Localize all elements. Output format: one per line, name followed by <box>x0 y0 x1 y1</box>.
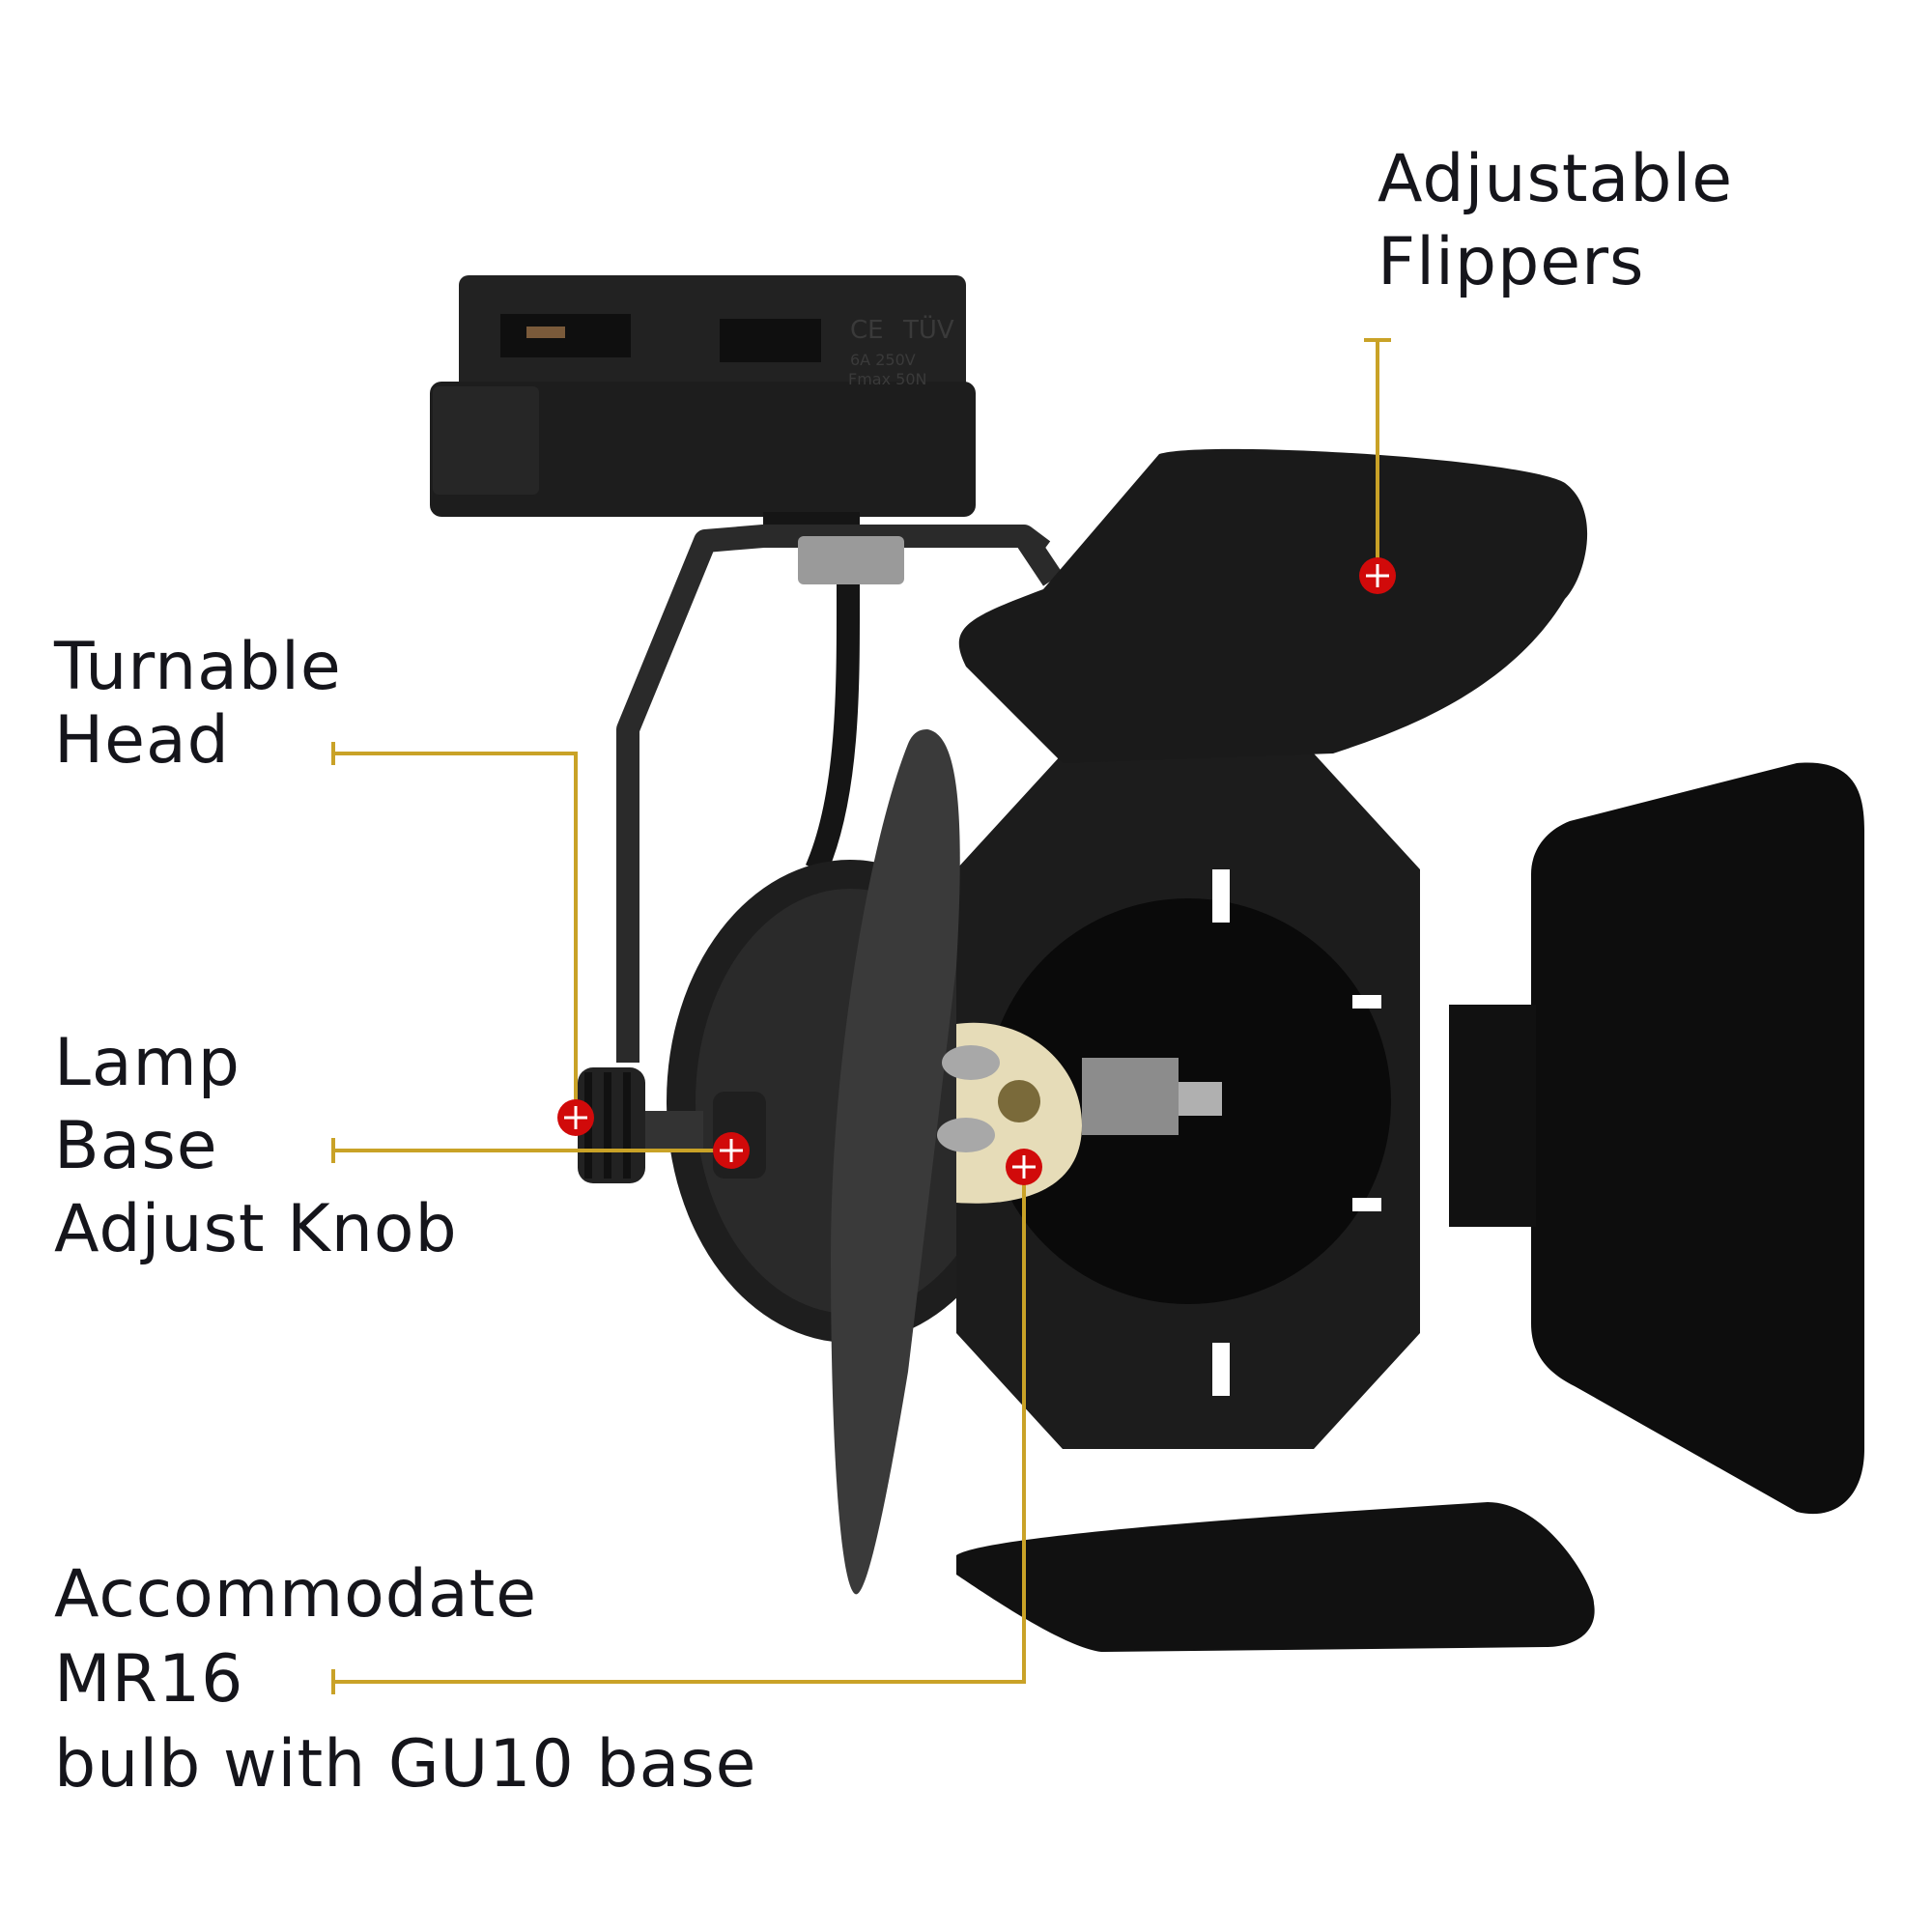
leader-adjustable-flippers <box>1364 338 1391 576</box>
left-flipper <box>831 729 960 1595</box>
plus-marker-flippers[interactable] <box>1359 557 1396 594</box>
leader-mr16 <box>331 1169 1026 1694</box>
label-line: Adjust Knob <box>54 1191 458 1267</box>
label-line: Lamp <box>54 1025 241 1101</box>
plus-marker-mr16[interactable] <box>1006 1149 1042 1185</box>
power-cable <box>805 583 861 874</box>
yoke-bracket <box>616 525 1063 1063</box>
label-line: Flippers <box>1378 224 1645 300</box>
leader-lamp-base-knob <box>331 1138 731 1163</box>
right-flipper <box>1531 762 1864 1515</box>
ce-mark: CE <box>850 316 884 345</box>
label-lamp-base-adjust-knob: Lamp Base Adjust Knob <box>54 1022 458 1271</box>
hex-nut <box>798 536 904 584</box>
label-line: bulb with GU10 base <box>54 1726 757 1803</box>
label-line: Base <box>54 1108 218 1184</box>
fmax-mark: Fmax 50N <box>848 370 926 388</box>
label-mr16-gu10: Accommodate MR16 bulb with GU10 base <box>54 1552 757 1807</box>
label-turnable-head: Turnable Head <box>54 631 342 778</box>
tuv-mark: TÜV <box>902 314 954 345</box>
label-adjustable-flippers: Adjustable Flippers <box>1378 138 1733 304</box>
plus-marker-lamp-base-knob[interactable] <box>713 1132 750 1169</box>
rating-mark: 6A 250V <box>850 351 916 369</box>
label-line: MR16 <box>54 1641 244 1718</box>
label-line: Adjustable <box>1378 141 1734 217</box>
gu10-socket <box>937 1022 1222 1204</box>
knob-shaft <box>645 1111 703 1150</box>
plus-marker-turnable-head[interactable] <box>557 1099 594 1136</box>
label-line: Accommodate <box>54 1556 538 1633</box>
label-line: Turnable <box>54 629 342 705</box>
label-line: Head <box>54 702 230 779</box>
right-hinge <box>1449 1005 1536 1227</box>
top-flipper <box>958 448 1588 763</box>
bottom-flipper <box>956 1502 1595 1652</box>
leader-turnable-head <box>331 742 578 1118</box>
